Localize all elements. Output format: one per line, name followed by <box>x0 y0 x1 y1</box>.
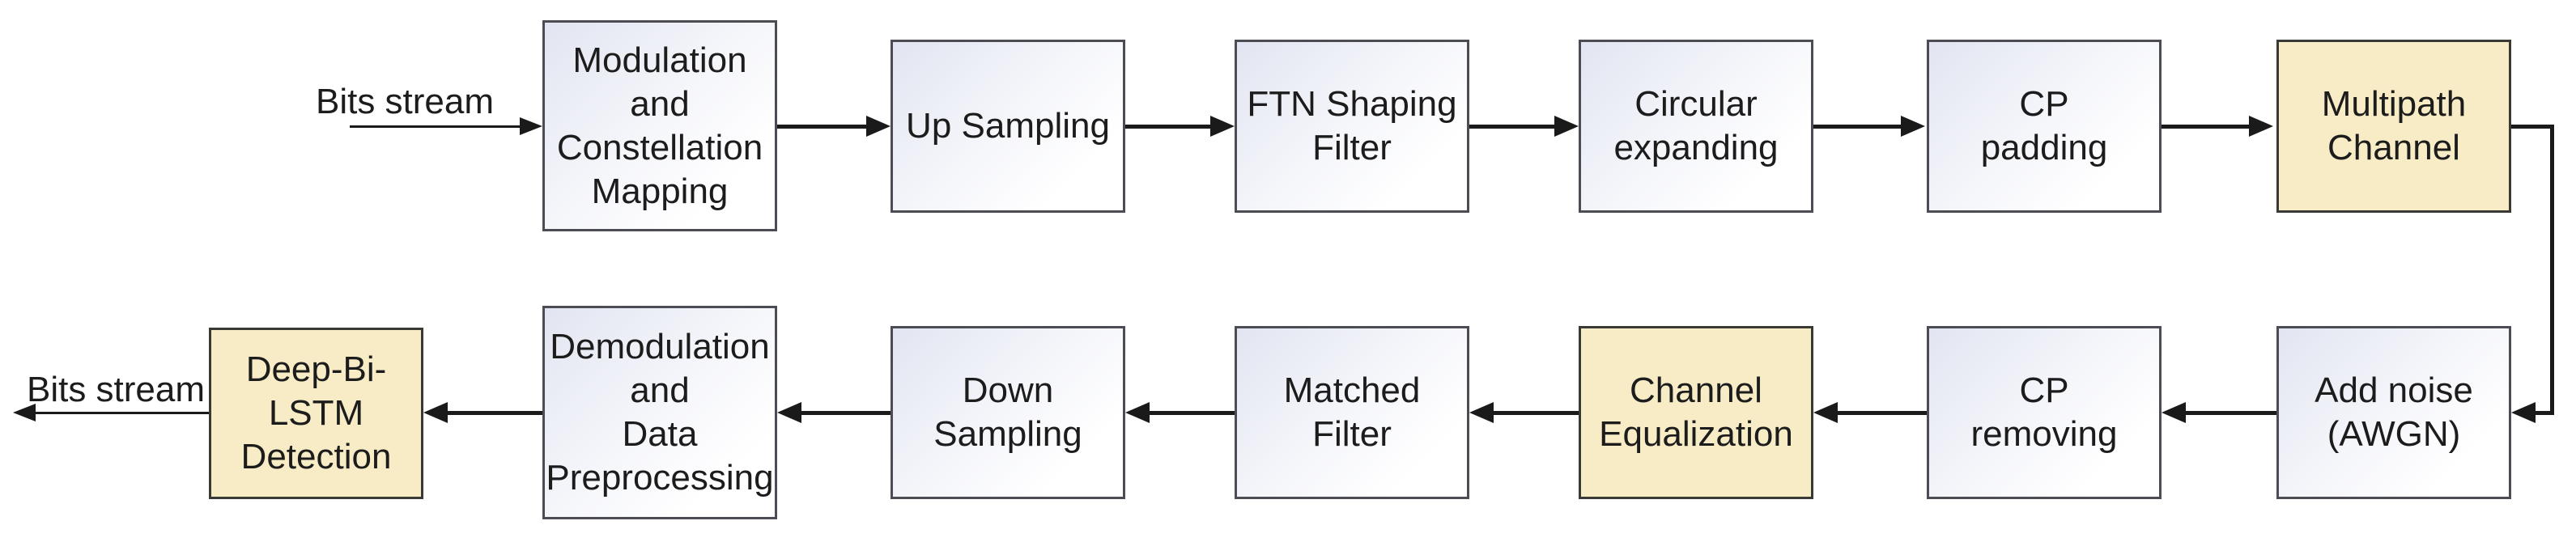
arrowhead-bottom-1-icon <box>2162 402 2186 423</box>
output-bits-stream-label: Bits stream <box>26 370 206 409</box>
arrow-top-4 <box>1813 125 1902 129</box>
node-label: Circular expanding <box>1613 84 1779 167</box>
node-circular-expanding: Circular expanding <box>1579 40 1813 213</box>
arrow-bottom-3 <box>1494 411 1579 415</box>
node-cp-removing: CP removing <box>1927 326 2162 499</box>
node-channel-equalization: Channel Equalization <box>1579 326 1813 499</box>
node-label: Deep-Bi-LSTM Detection <box>240 349 392 476</box>
arrowhead-top-4-icon <box>1901 116 1925 137</box>
node-label: Channel Equalization <box>1599 371 1793 454</box>
node-label: Down Sampling <box>933 371 1082 454</box>
arrow-bottom-5 <box>801 411 891 415</box>
node-ftn-shaping-filter: FTN Shaping Filter <box>1235 40 1469 213</box>
arrow-bottom-6 <box>448 411 542 415</box>
node-cp-padding: CP padding <box>1927 40 2162 213</box>
node-demodulation-data-preprocessing: Demodulation and Data Preprocessing <box>542 306 777 519</box>
arrowhead-input-icon <box>520 117 542 135</box>
arrow-top-3 <box>1469 125 1556 129</box>
input-bits-stream-label: Bits stream <box>315 82 495 121</box>
arrowhead-into-add-noise-icon <box>2511 402 2536 423</box>
arrowhead-top-2-icon <box>1210 116 1235 137</box>
arrowhead-top-3-icon <box>1554 116 1579 137</box>
arrow-top-5 <box>2162 125 2251 129</box>
arrow-bottom-4 <box>1150 411 1235 415</box>
node-label: Multipath Channel <box>2321 84 2467 167</box>
node-matched-filter: Matched Filter <box>1235 326 1469 499</box>
node-label: CP removing <box>1970 371 2118 454</box>
arrowhead-bottom-3-icon <box>1469 402 1494 423</box>
node-modulation-constellation-mapping: Modulation and Constellation Mapping <box>542 20 777 231</box>
node-label: Up Sampling <box>906 106 1110 146</box>
node-label: FTN Shaping Filter <box>1247 84 1457 167</box>
arrow-top-2 <box>1125 125 1212 129</box>
node-up-sampling: Up Sampling <box>891 40 1125 213</box>
node-label: Demodulation and Data Preprocessing <box>546 327 774 498</box>
arrowhead-bottom-2-icon <box>1813 402 1838 423</box>
node-deep-bi-lstm-detection: Deep-Bi-LSTM Detection <box>209 328 423 499</box>
node-multipath-channel: Multipath Channel <box>2276 40 2511 213</box>
node-label: Matched Filter <box>1283 371 1421 454</box>
node-label: Modulation and Constellation Mapping <box>556 40 763 211</box>
connector-right-horizontal-bottom <box>2534 411 2554 415</box>
node-add-noise-awgn: Add noise (AWGN) <box>2276 326 2511 499</box>
arrowhead-bottom-4-icon <box>1125 402 1150 423</box>
node-label: Add noise (AWGN) <box>2315 371 2473 454</box>
arrowhead-output-icon <box>13 404 36 421</box>
arrow-bottom-1 <box>2186 411 2276 415</box>
node-down-sampling: Down Sampling <box>891 326 1125 499</box>
arrowhead-top-1-icon <box>866 116 891 137</box>
arrowhead-bottom-6-icon <box>423 402 448 423</box>
arrow-input <box>350 125 521 128</box>
arrowhead-top-5-icon <box>2249 116 2273 137</box>
node-label: CP padding <box>1980 84 2108 167</box>
arrow-top-1 <box>777 125 868 129</box>
connector-right-vertical <box>2550 125 2554 415</box>
arrowhead-bottom-5-icon <box>777 402 801 423</box>
arrow-output <box>34 412 209 414</box>
arrow-bottom-2 <box>1838 411 1927 415</box>
connector-right-horizontal-top <box>2511 125 2554 129</box>
